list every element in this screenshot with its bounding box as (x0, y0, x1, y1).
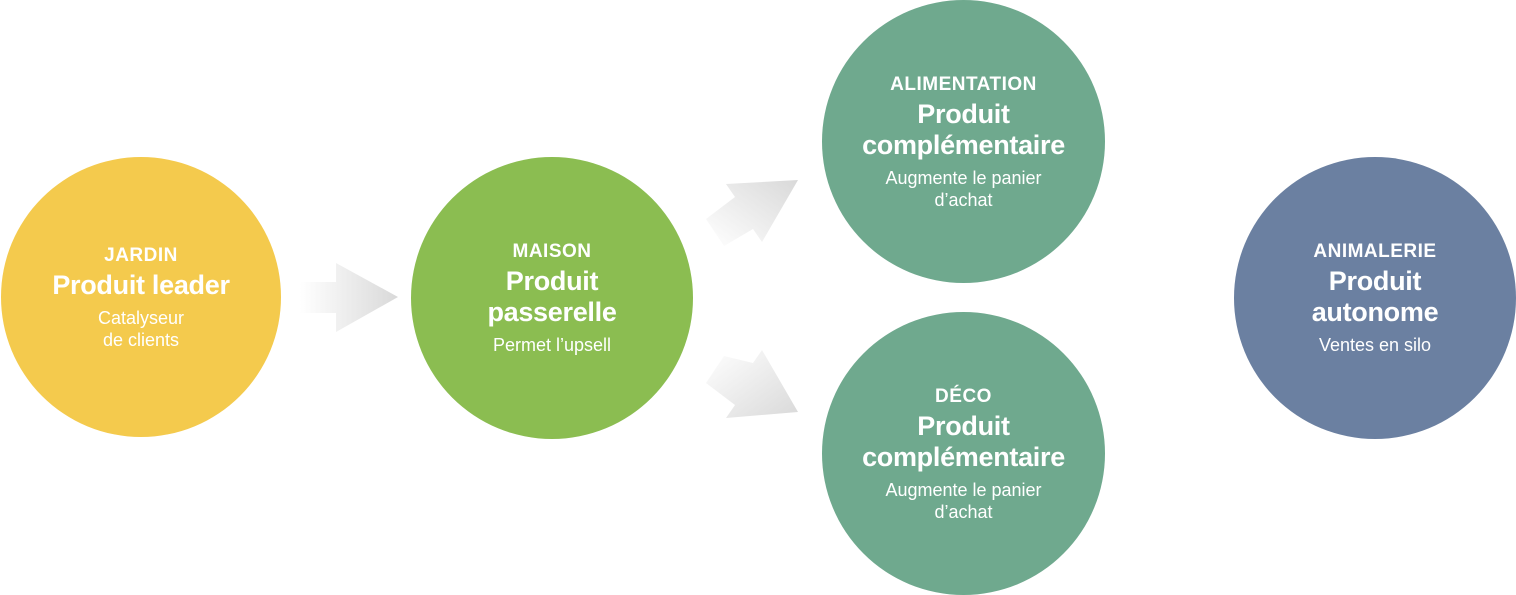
node-category: ALIMENTATION (890, 73, 1037, 95)
arrow-maison-to-deco (706, 350, 798, 418)
node-description: Augmente le panier d’achat (885, 479, 1042, 522)
node-category: JARDIN (104, 244, 178, 266)
node-title: Produit passerelle (487, 266, 617, 327)
arrow-jardin-to-maison (300, 263, 398, 332)
node-jardin: JARDIN Produit leader Catalyseur de clie… (1, 157, 281, 437)
node-deco: DÉCO Produit complémentaire Augmente le … (822, 312, 1105, 595)
node-description: Ventes en silo (1318, 335, 1432, 355)
node-category: MAISON (512, 241, 592, 262)
node-maison: MAISON Produit passerelle Permet l’upsel… (411, 157, 693, 439)
node-animalerie: ANIMALERIE Produit autonome Ventes en si… (1234, 157, 1516, 439)
node-title: Produit complémentaire (862, 410, 1065, 472)
node-title: Produit complémentaire (862, 98, 1065, 160)
node-alimentation: ALIMENTATION Produit complémentaire Augm… (822, 0, 1105, 283)
node-title: Produit leader (52, 269, 230, 300)
arrow-maison-to-alimentation (706, 180, 798, 246)
node-description: Permet l’upsell (492, 335, 612, 355)
node-category: DÉCO (935, 385, 992, 407)
node-description: Augmente le panier d’achat (885, 167, 1042, 210)
node-category: ANIMALERIE (1313, 241, 1437, 262)
node-title: Produit autonome (1311, 266, 1439, 327)
node-description: Catalyseur de clients (97, 307, 185, 350)
